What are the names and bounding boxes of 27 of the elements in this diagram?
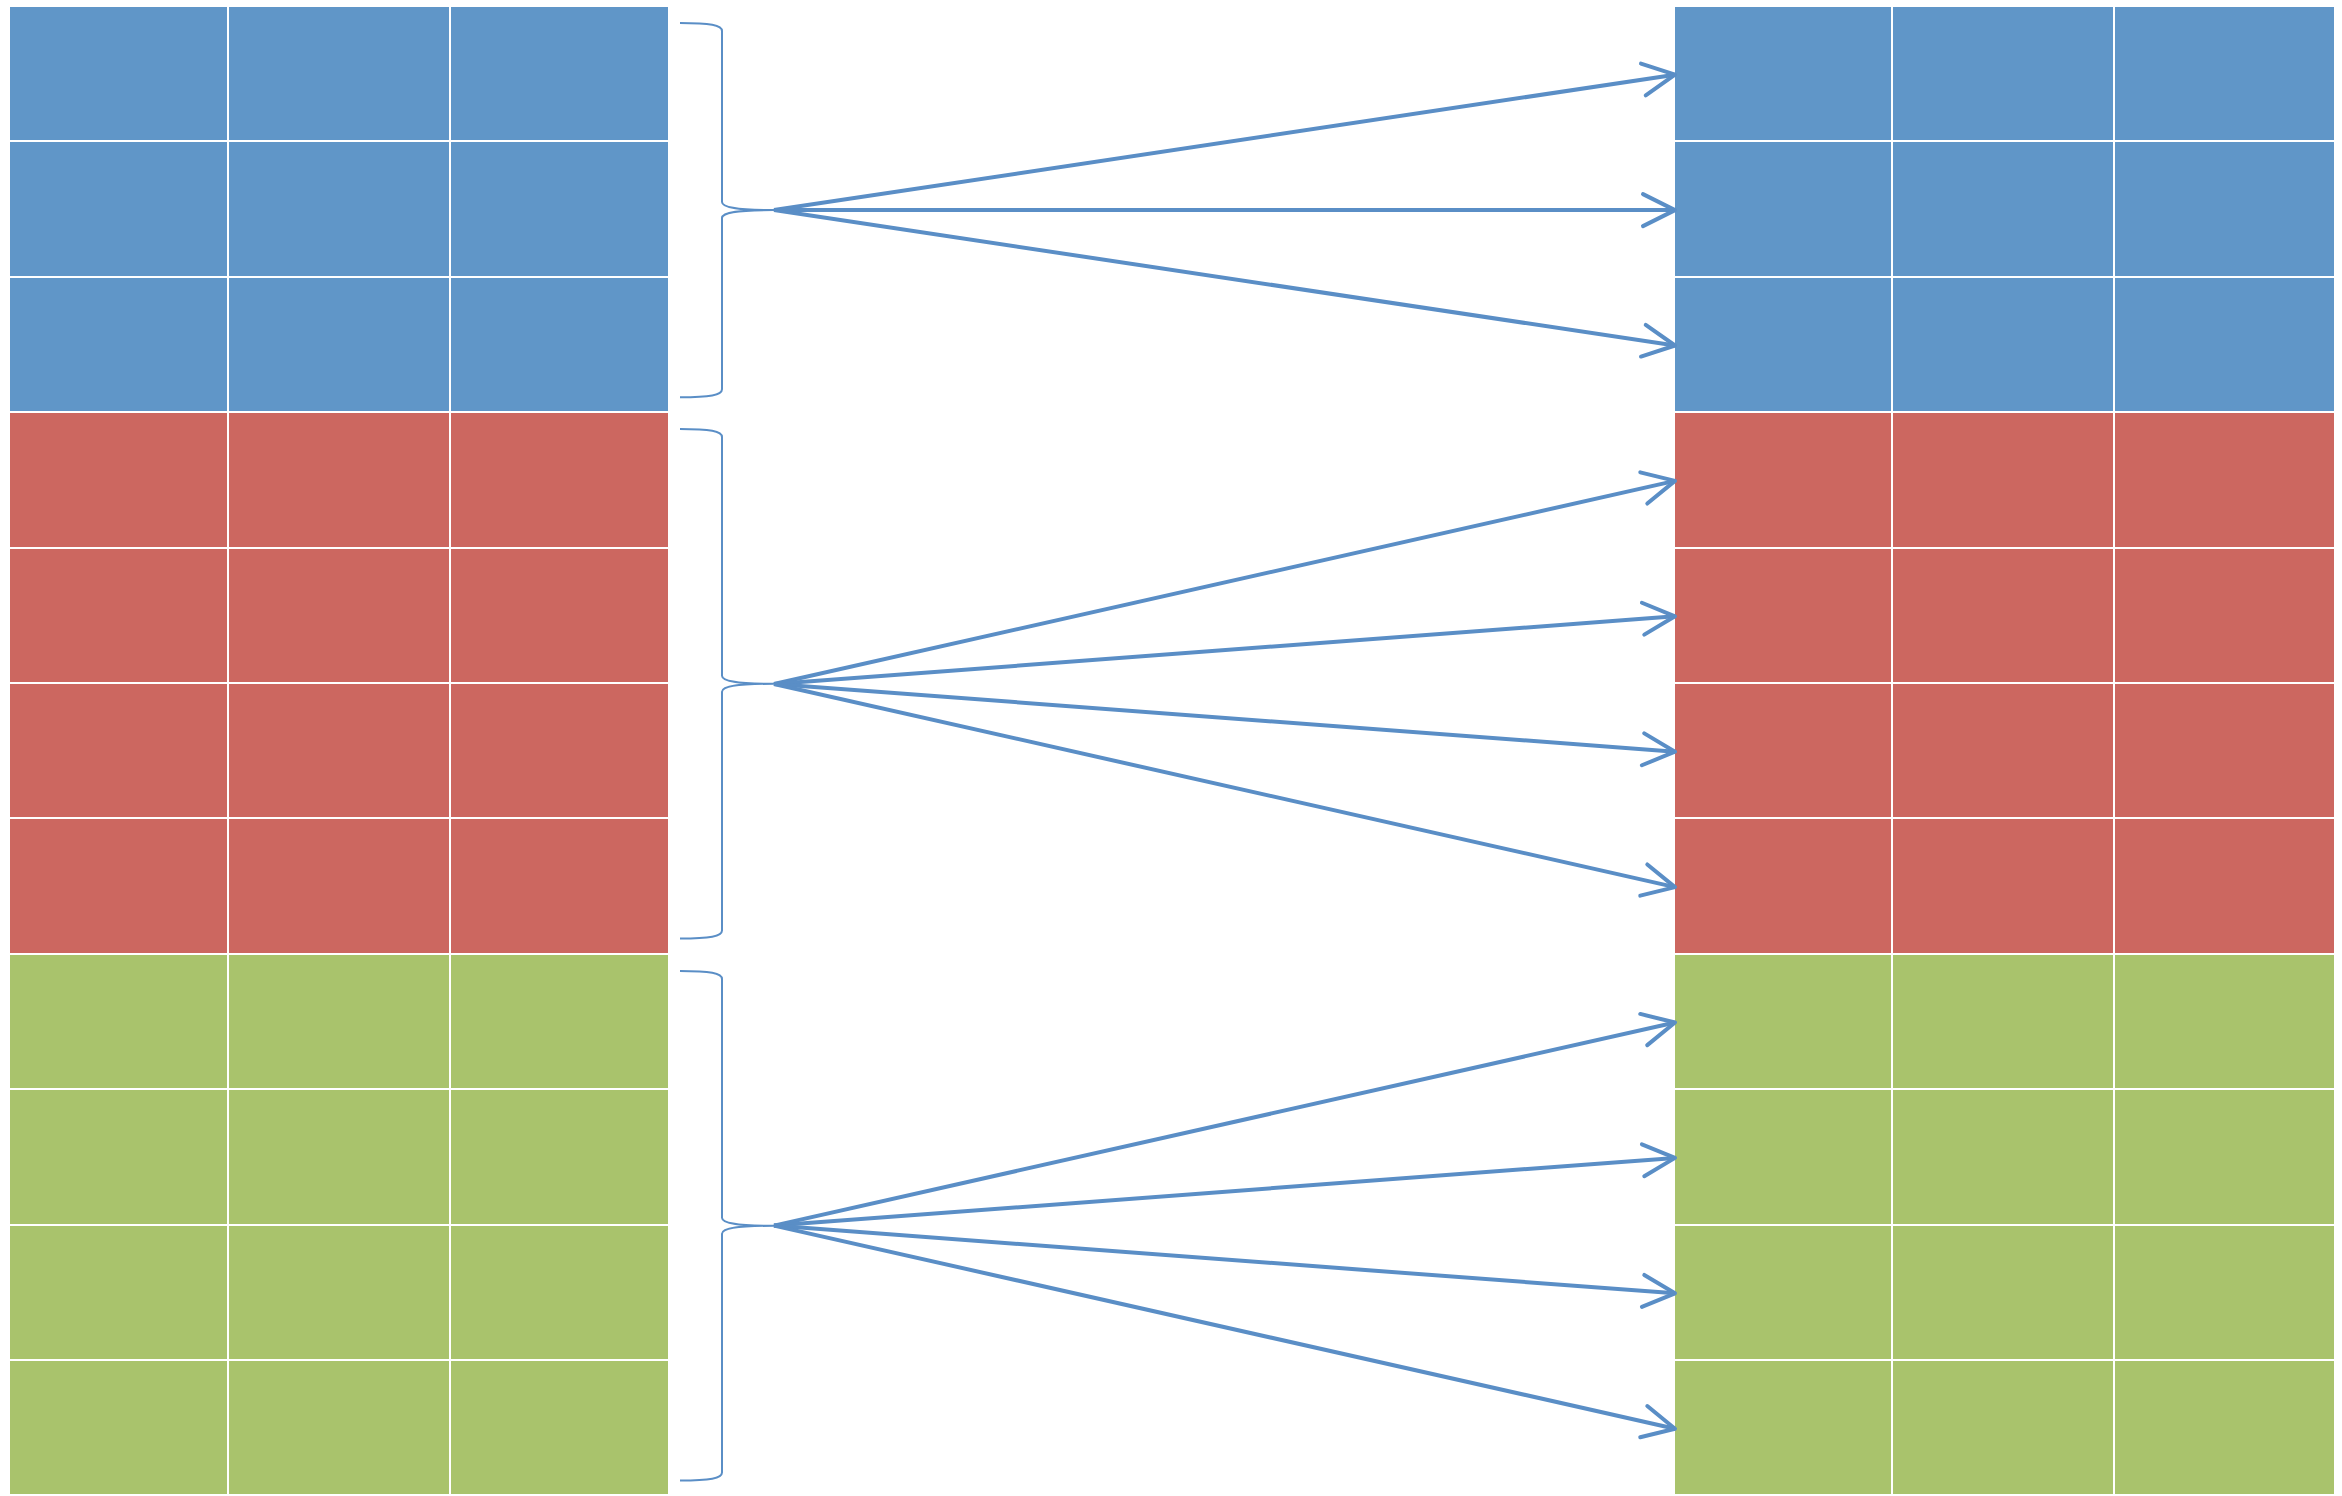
arrow	[773, 682, 1677, 898]
arrow	[773, 1223, 1677, 1440]
table-row	[10, 819, 668, 955]
table-row	[10, 1361, 668, 1496]
table-row	[1675, 7, 2334, 143]
table-row	[1675, 1361, 2334, 1496]
table-row	[1675, 548, 2334, 684]
table-row	[1675, 1225, 2334, 1361]
table-row	[10, 954, 668, 1091]
arrow	[773, 682, 1677, 768]
table-row	[10, 684, 668, 820]
table-row	[10, 1225, 668, 1361]
table-row	[1675, 819, 2334, 955]
table-row	[1675, 413, 2334, 549]
table-row	[10, 142, 668, 278]
table-row	[10, 413, 668, 549]
arrow	[773, 1142, 1677, 1228]
table-row	[10, 1090, 668, 1226]
table-row	[1675, 142, 2334, 278]
table-row	[10, 277, 668, 414]
table-row	[1675, 684, 2334, 820]
arrow	[773, 208, 1677, 359]
table-row	[10, 7, 668, 143]
table-row	[1675, 1090, 2334, 1226]
table-row	[1675, 277, 2334, 414]
table-row	[1675, 954, 2334, 1091]
table-row	[10, 548, 668, 684]
